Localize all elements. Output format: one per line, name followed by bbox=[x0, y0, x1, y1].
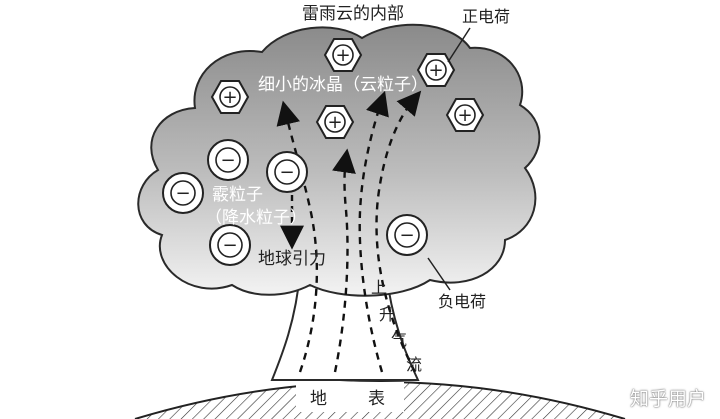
minus-sign: − bbox=[175, 183, 190, 204]
updraft-label-char-3: 气 bbox=[391, 330, 407, 349]
updraft-arrow-center-left bbox=[332, 148, 356, 373]
updraft-label-char-4: 流 bbox=[406, 355, 422, 374]
updraft-arrow-left bbox=[276, 100, 319, 373]
minus-sign: − bbox=[220, 150, 235, 171]
ground-label-char-2: 表 bbox=[368, 389, 385, 409]
updraft-arrow-center-right bbox=[358, 90, 389, 373]
hail-negative-4: − bbox=[209, 224, 251, 266]
cloud-stem bbox=[270, 271, 420, 381]
watermark: 知乎用户 bbox=[629, 388, 706, 410]
hail-label-line1: 霰粒子 bbox=[212, 185, 263, 205]
updraft-label-char-1: 上 bbox=[371, 278, 387, 297]
negative-charge-leader bbox=[427, 257, 451, 291]
ice-crystal-positive-3: + bbox=[315, 105, 355, 139]
plus-sign: + bbox=[222, 87, 237, 108]
ice-crystal-positive-2: + bbox=[210, 80, 250, 114]
hail-label-line2: （降水粒子） bbox=[205, 208, 307, 228]
hail-negative-2: − bbox=[266, 151, 308, 193]
hail-negative-3: − bbox=[162, 172, 204, 214]
plus-sign: + bbox=[457, 105, 472, 126]
hail-negative-5: − bbox=[386, 214, 428, 256]
plus-sign: + bbox=[428, 60, 443, 81]
ground-label-box bbox=[296, 382, 404, 412]
ice-crystal-positive-4: + bbox=[416, 53, 456, 87]
diagram-title: 雷雨云的内部 bbox=[302, 4, 404, 24]
ice-crystals-label: 细小的冰晶（云粒子） bbox=[258, 75, 428, 95]
plus-sign: + bbox=[335, 45, 350, 66]
ice-crystal-positive-5: + bbox=[445, 98, 485, 132]
updraft-arrow-right bbox=[375, 90, 422, 373]
plus-sign: + bbox=[327, 112, 342, 133]
updraft-label-char-2: 升 bbox=[379, 305, 395, 324]
positive-charge-label: 正电荷 bbox=[462, 7, 510, 26]
ice-crystal-positive-1: + bbox=[323, 38, 363, 72]
hail-negative-1: − bbox=[207, 139, 249, 181]
positive-charge-leader bbox=[447, 27, 471, 63]
gravity-label: 地球引力 bbox=[258, 249, 326, 269]
minus-sign: − bbox=[279, 162, 294, 183]
minus-sign: − bbox=[399, 225, 414, 246]
minus-sign: − bbox=[222, 235, 237, 256]
negative-charge-label: 负电荷 bbox=[438, 292, 486, 311]
ground-label-char-1: 地 bbox=[310, 389, 327, 409]
